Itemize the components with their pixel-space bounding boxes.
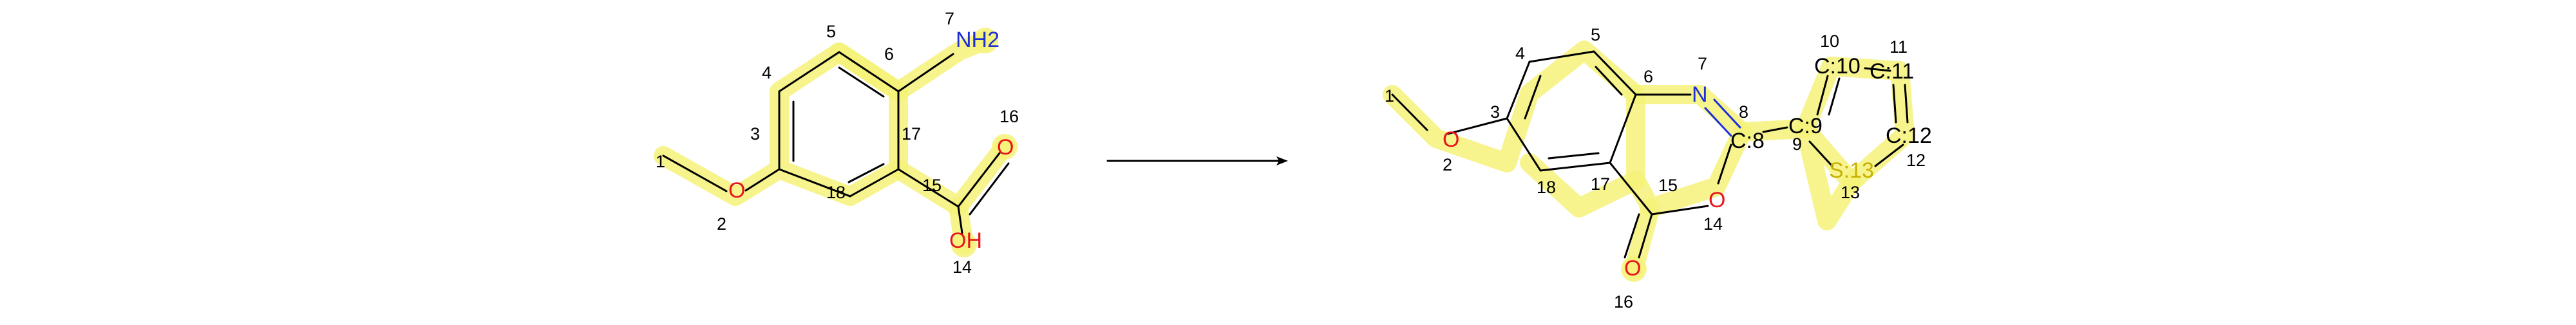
product-molecule: O N C:8 C:9 C:10 C:11 C:12 S:13 O O 1 2 …: [1383, 25, 1932, 311]
product-number-8: 8: [1739, 102, 1748, 122]
product-number-17: 17: [1591, 174, 1610, 194]
reactant-number-15: 15: [922, 176, 942, 195]
product-number-5: 5: [1591, 25, 1600, 44]
product-number-2: 2: [1443, 155, 1452, 174]
product-number-1: 1: [1385, 86, 1394, 106]
reactant-number-1: 1: [656, 152, 665, 171]
product-number-18: 18: [1537, 178, 1556, 197]
reactant-number-2: 2: [717, 214, 726, 234]
product-c8-label: C:8: [1730, 129, 1765, 153]
reactant-number-4: 4: [762, 63, 772, 82]
product-c9-label: C:9: [1788, 114, 1823, 138]
product-c12-label: C:12: [1886, 124, 1932, 148]
reactant-number-6: 6: [884, 44, 894, 64]
product-number-16: 16: [1614, 292, 1633, 311]
product-bonds: [1391, 50, 1909, 259]
product-c11-label: C:11: [1870, 59, 1914, 84]
reactant-number-17: 17: [902, 124, 921, 144]
product-number-10: 10: [1820, 32, 1839, 51]
reactant-o16-label: O: [997, 135, 1014, 160]
product-number-14: 14: [1703, 214, 1723, 234]
product-c10-label: C:10: [1814, 54, 1861, 79]
product-number-9: 9: [1792, 135, 1802, 154]
product-number-7: 7: [1698, 54, 1707, 73]
product-s13-label: S:13: [1829, 158, 1874, 183]
product-o2-label: O: [1443, 127, 1459, 152]
reactant-molecule: NH2 O OH O 1 2 3 4 5 6 7 14 15 16 17 18: [654, 9, 1019, 277]
reactant-number-16: 16: [999, 107, 1019, 126]
product-number-11: 11: [1889, 37, 1908, 57]
reactant-oh-label: OH: [949, 228, 982, 253]
product-number-15: 15: [1658, 176, 1678, 195]
product-number-12: 12: [1906, 151, 1926, 170]
reactant-number-7: 7: [945, 9, 954, 28]
product-number-4: 4: [1515, 44, 1525, 63]
product-o16-label: O: [1624, 256, 1641, 281]
product-number-13: 13: [1841, 183, 1860, 202]
product-number-6: 6: [1643, 67, 1653, 86]
reactant-number-18: 18: [826, 183, 846, 202]
reactant-number-5: 5: [826, 22, 836, 41]
reactant-o2-label: O: [728, 178, 745, 203]
reactant-number-14: 14: [952, 257, 972, 277]
reactant-nh2-label: NH2: [956, 28, 999, 52]
reaction-arrow: [1106, 156, 1288, 165]
product-o14-label: O: [1709, 188, 1725, 212]
reactant-bonds: [662, 51, 1010, 234]
product-number-3: 3: [1490, 102, 1500, 122]
product-n7-label: N: [1692, 82, 1708, 107]
reactant-number-3: 3: [750, 124, 760, 144]
